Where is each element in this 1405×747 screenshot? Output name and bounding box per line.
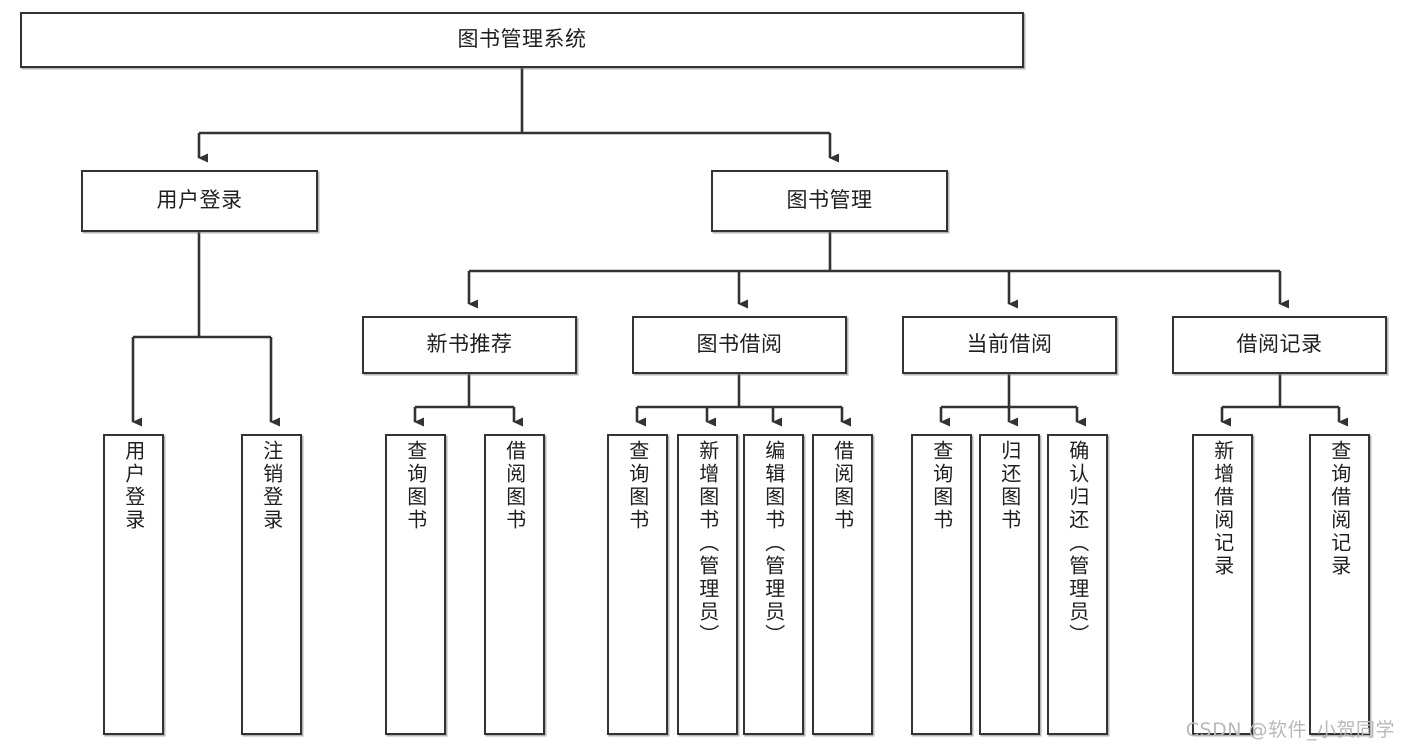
node-leaf-query-book-1-label: 查询图书 (403, 440, 428, 532)
node-leaf-user-login[interactable]: 用户登录 (103, 434, 164, 735)
node-new-book-recommend[interactable]: 新书推荐 (362, 316, 577, 374)
node-borrow-record[interactable]: 借阅记录 (1172, 316, 1387, 374)
node-root-label: 图书管理系统 (457, 27, 587, 52)
node-leaf-edit-book-label: 编辑图书（管理员） (761, 440, 786, 647)
node-user-login[interactable]: 用户登录 (81, 170, 318, 232)
node-leaf-return-book-label: 归还图书 (997, 440, 1022, 532)
node-root[interactable]: 图书管理系统 (20, 12, 1024, 68)
node-current-borrow[interactable]: 当前借阅 (902, 316, 1117, 374)
node-leaf-return-book[interactable]: 归还图书 (979, 434, 1040, 735)
node-leaf-query-book-2-label: 查询图书 (625, 440, 650, 532)
node-leaf-logout-login[interactable]: 注销登录 (241, 434, 302, 735)
node-leaf-query-book-1[interactable]: 查询图书 (385, 434, 446, 735)
node-leaf-confirm-return-label: 确认归还（管理员） (1065, 440, 1090, 647)
node-book-borrow-label: 图书借阅 (696, 332, 783, 357)
node-leaf-query-book-2[interactable]: 查询图书 (607, 434, 668, 735)
node-book-manage[interactable]: 图书管理 (711, 170, 948, 232)
node-book-borrow[interactable]: 图书借阅 (632, 316, 847, 374)
node-leaf-borrow-book-1-label: 借阅图书 (502, 440, 527, 532)
node-leaf-add-book-label: 新增图书（管理员） (695, 440, 720, 647)
node-leaf-confirm-return[interactable]: 确认归还（管理员） (1047, 434, 1108, 735)
node-leaf-edit-book[interactable]: 编辑图书（管理员） (743, 434, 804, 735)
node-leaf-logout-login-label: 注销登录 (259, 440, 284, 532)
node-leaf-user-login-label: 用户登录 (121, 440, 146, 532)
node-leaf-query-record-label: 查询借阅记录 (1327, 440, 1352, 578)
node-leaf-query-book-3-label: 查询图书 (929, 440, 954, 532)
node-book-manage-label: 图书管理 (786, 188, 873, 213)
node-leaf-add-book[interactable]: 新增图书（管理员） (677, 434, 738, 735)
node-borrow-record-label: 借阅记录 (1236, 332, 1323, 357)
node-user-login-label: 用户登录 (156, 188, 243, 213)
node-leaf-add-record[interactable]: 新增借阅记录 (1192, 434, 1253, 735)
node-leaf-query-book-3[interactable]: 查询图书 (911, 434, 972, 735)
node-leaf-borrow-book-2-label: 借阅图书 (830, 440, 855, 532)
node-leaf-query-record[interactable]: 查询借阅记录 (1309, 434, 1370, 735)
node-leaf-borrow-book-2[interactable]: 借阅图书 (812, 434, 873, 735)
node-current-borrow-label: 当前借阅 (966, 332, 1053, 357)
node-leaf-add-record-label: 新增借阅记录 (1210, 440, 1235, 578)
node-leaf-borrow-book-1[interactable]: 借阅图书 (484, 434, 545, 735)
node-new-book-recommend-label: 新书推荐 (426, 332, 513, 357)
